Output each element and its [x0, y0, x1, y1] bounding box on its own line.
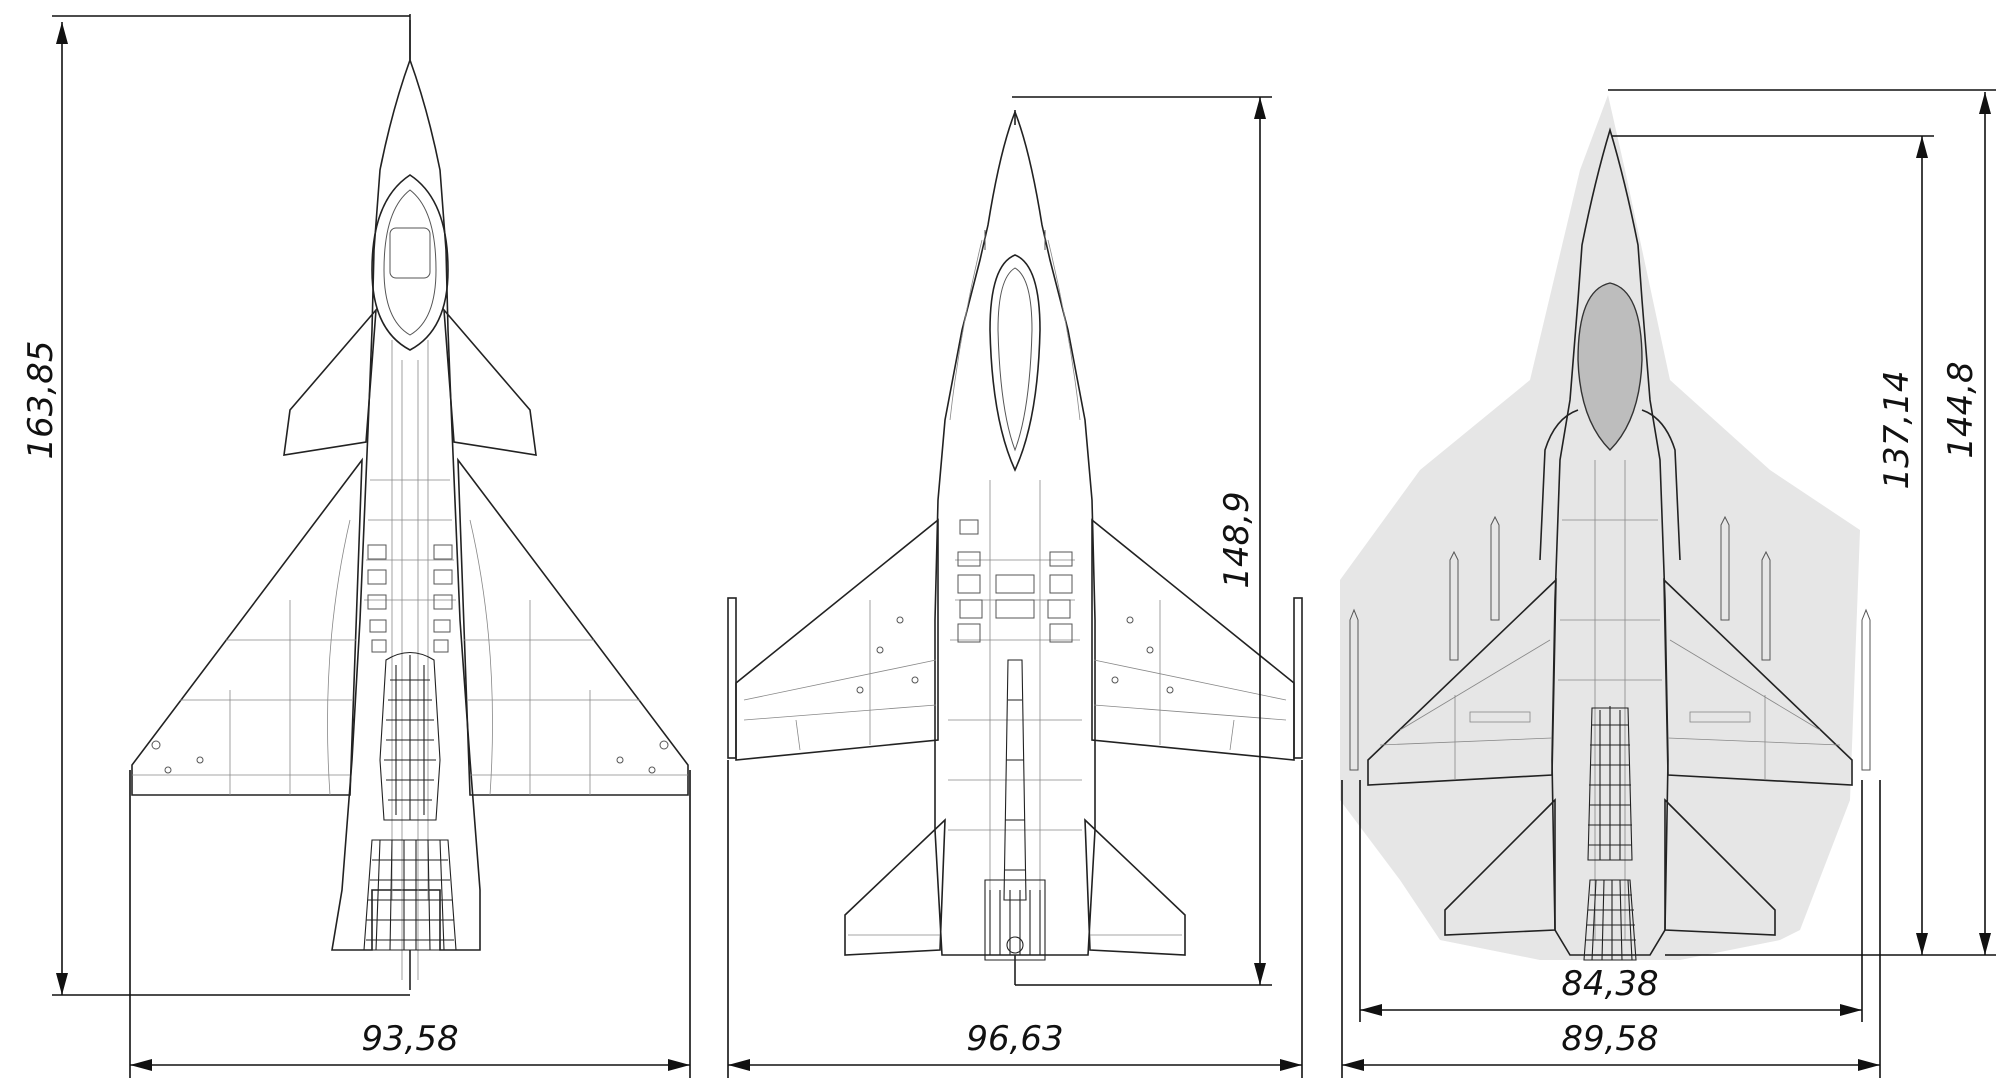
delta-canard-left	[283, 307, 377, 456]
swept-wingtip-rail-left	[727, 597, 737, 759]
dim-trapezoid-length-outer-label: 144,8	[1941, 361, 1981, 458]
aircraft-trapezoid-wing	[1340, 95, 1871, 961]
dim-trapezoid-length-inner-label: 137,14	[1877, 371, 1917, 490]
dim-delta-span-label: 93,58	[361, 1019, 458, 1059]
swept-wing-right	[1091, 518, 1295, 761]
dim-trapezoid-length-outer: 144,8	[1608, 89, 1996, 956]
dim-swept-length: 148,9	[1012, 96, 1272, 986]
dim-trapezoid-span-outer-label: 89,58	[1561, 1019, 1658, 1059]
trapezoid-wing-left	[1367, 578, 1557, 786]
trapezoid-fuselage	[1551, 127, 1669, 956]
trapezoid-wing-right	[1663, 578, 1853, 786]
delta-fuselage	[331, 20, 481, 951]
swept-tail-left	[844, 818, 946, 956]
swept-wingtip-rail-right	[1293, 597, 1303, 759]
trapezoid-engine	[1583, 706, 1637, 961]
dim-delta-length-label: 163,85	[21, 341, 61, 460]
swept-fuselage	[934, 109, 1096, 956]
dim-swept-span-label: 96,63	[966, 1019, 1063, 1059]
swept-canopy	[989, 254, 1041, 472]
delta-wing-left	[131, 457, 363, 796]
delta-engine	[363, 651, 457, 951]
dim-delta-span: 93,58	[129, 770, 691, 1078]
delta-wing-right	[457, 457, 689, 796]
trapezoid-tail-right	[1664, 798, 1776, 936]
aircraft-swept-wing	[727, 109, 1303, 985]
dim-trapezoid-length-inner: 137,14	[1612, 135, 1934, 956]
swept-tail-right	[1084, 818, 1186, 956]
swept-engine	[984, 659, 1046, 961]
trapezoid-canopy	[1577, 282, 1643, 451]
dim-trapezoid-span-outer: 89,58	[1341, 780, 1881, 1078]
swept-wing-left	[735, 518, 939, 761]
trapezoid-shading	[1340, 95, 1860, 960]
dim-trapezoid-span-inner: 84,38	[1359, 780, 1863, 1022]
delta-canard-right	[443, 307, 537, 456]
dim-swept-span: 96,63	[727, 760, 1303, 1078]
aircraft-delta-wing	[131, 14, 689, 990]
trapezoid-missiles	[1349, 515, 1871, 771]
trapezoid-tail-left	[1444, 798, 1556, 936]
dim-trapezoid-span-inner-label: 84,38	[1561, 964, 1658, 1004]
delta-canopy	[371, 174, 449, 351]
dim-swept-length-label: 148,9	[1217, 491, 1257, 588]
dim-delta-length: 163,85	[21, 15, 410, 996]
